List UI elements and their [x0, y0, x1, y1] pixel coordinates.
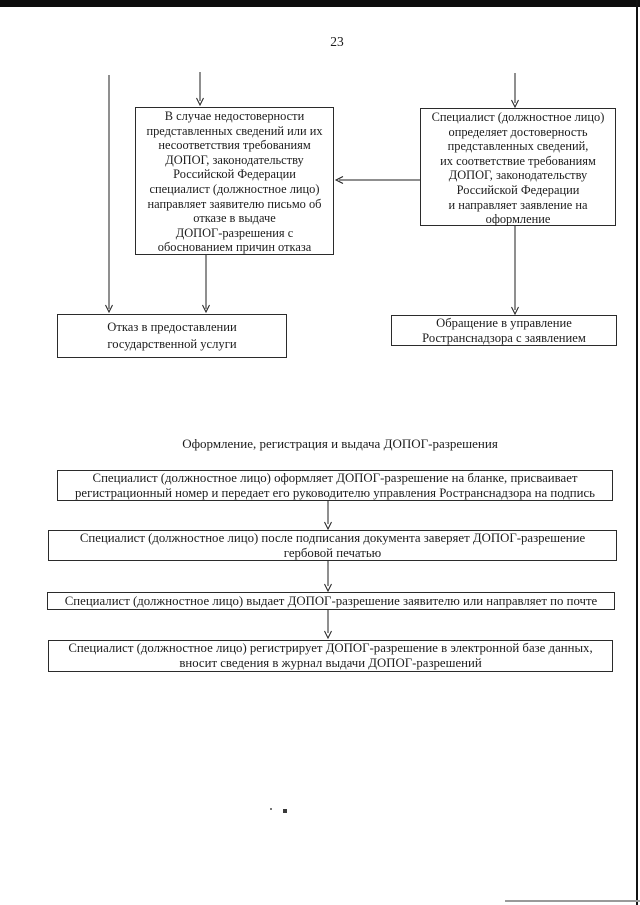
box-step-deliver-text: Специалист (должностное лицо) выдает ДОП…: [64, 594, 598, 608]
arrowhead-down: [511, 99, 519, 109]
box-step-register: Специалист (должностное лицо) регистриру…: [48, 640, 613, 672]
arrowhead-down: [105, 304, 113, 314]
box-service-refusal: Отказ в предоставлении государственной у…: [57, 314, 287, 358]
arrowhead-down: [324, 630, 332, 640]
scan-speck: [283, 809, 287, 813]
box-step-seal-text: Специалист (должностное лицо) после подп…: [79, 530, 586, 560]
arrowhead-down: [511, 306, 519, 316]
box-step-deliver: Специалист (должностное лицо) выдает ДОП…: [47, 592, 615, 610]
arrowhead-left: [334, 176, 344, 184]
arrowhead-down: [196, 97, 204, 107]
box-refusal-letter-text: В случае недостоверности представленных …: [146, 109, 323, 255]
box-specialist-check: Специалист (должностное лицо) определяет…: [420, 108, 616, 226]
scan-border-bottom: [505, 900, 640, 902]
box-step-register-text: Специалист (должностное лицо) регистриру…: [68, 641, 593, 670]
scan-border-right: [636, 0, 638, 905]
arrowhead-down: [202, 304, 210, 314]
box-specialist-check-text: Специалист (должностное лицо) определяет…: [431, 110, 605, 227]
box-step-issue-on-form: Специалист (должностное лицо) оформляет …: [57, 470, 613, 501]
page-number: 23: [330, 34, 344, 49]
box-application-text: Обращение в управление Ространснадзора с…: [422, 315, 586, 345]
scan-border-top: [0, 0, 640, 7]
section-title: Оформление, регистрация и выдача ДОПОГ-р…: [182, 436, 498, 451]
box-step-issue-on-form-text: Специалист (должностное лицо) оформляет …: [75, 470, 595, 500]
arrowhead-down: [324, 583, 332, 593]
box-service-refusal-text: Отказ в предоставлении государственной у…: [107, 320, 237, 351]
box-refusal-letter: В случае недостоверности представленных …: [135, 107, 334, 255]
arrowhead-down: [324, 521, 332, 531]
box-step-seal: Специалист (должностное лицо) после подп…: [48, 530, 617, 561]
box-application-to-rostransnadzor: Обращение в управление Ространснадзора с…: [391, 315, 617, 346]
scan-speck: [270, 808, 272, 810]
